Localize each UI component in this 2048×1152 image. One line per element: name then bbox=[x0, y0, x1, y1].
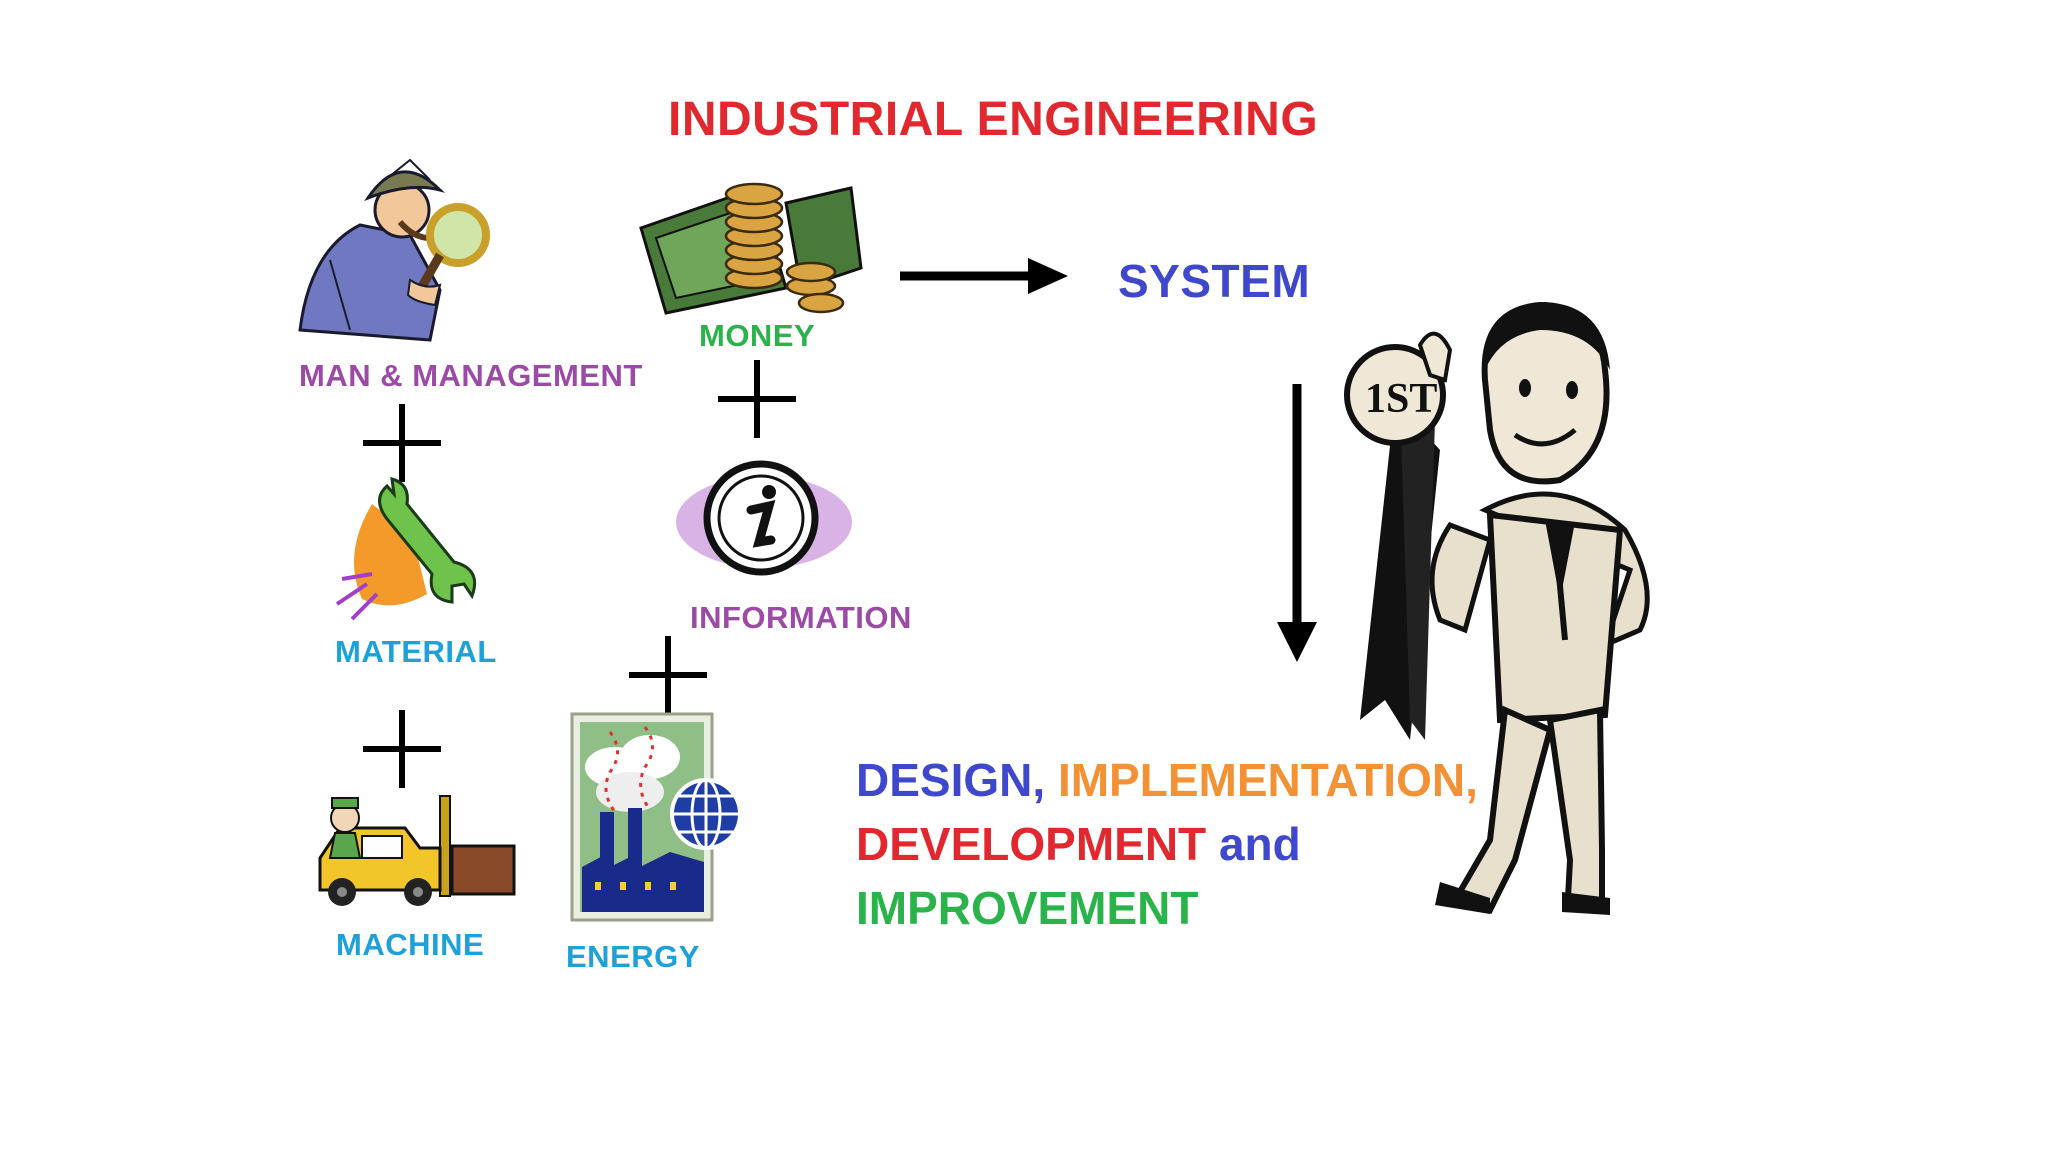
design-text: DESIGN, bbox=[856, 754, 1045, 806]
arrow-right-icon bbox=[900, 256, 1070, 296]
arrow-down-icon bbox=[1274, 384, 1320, 664]
wrench-icon bbox=[332, 474, 482, 624]
improvement-text: IMPROVEMENT bbox=[856, 882, 1198, 934]
plus-icon bbox=[629, 636, 707, 714]
plus-icon bbox=[363, 404, 441, 482]
machine-label: MACHINE bbox=[336, 927, 484, 963]
plus-icon bbox=[363, 710, 441, 788]
forklift-icon bbox=[310, 788, 520, 910]
and-text: and bbox=[1219, 818, 1301, 870]
energy-factory-icon bbox=[570, 712, 745, 924]
material-label: MATERIAL bbox=[335, 634, 497, 670]
information-icon bbox=[673, 458, 855, 582]
plus-icon bbox=[718, 360, 796, 438]
information-label: INFORMATION bbox=[690, 600, 912, 636]
page-title: INDUSTRIAL ENGINEERING bbox=[668, 92, 1318, 147]
money-icon bbox=[636, 168, 866, 318]
system-label: SYSTEM bbox=[1118, 254, 1310, 308]
development-text: DEVELOPMENT bbox=[856, 818, 1206, 870]
winner-man-icon: 1ST bbox=[1340, 300, 1700, 930]
badge-text: 1ST bbox=[1365, 376, 1437, 422]
detective-icon bbox=[290, 140, 510, 345]
money-label: MONEY bbox=[699, 318, 815, 354]
energy-label: ENERGY bbox=[566, 939, 700, 975]
man-management-label: MAN & MANAGEMENT bbox=[299, 358, 643, 394]
